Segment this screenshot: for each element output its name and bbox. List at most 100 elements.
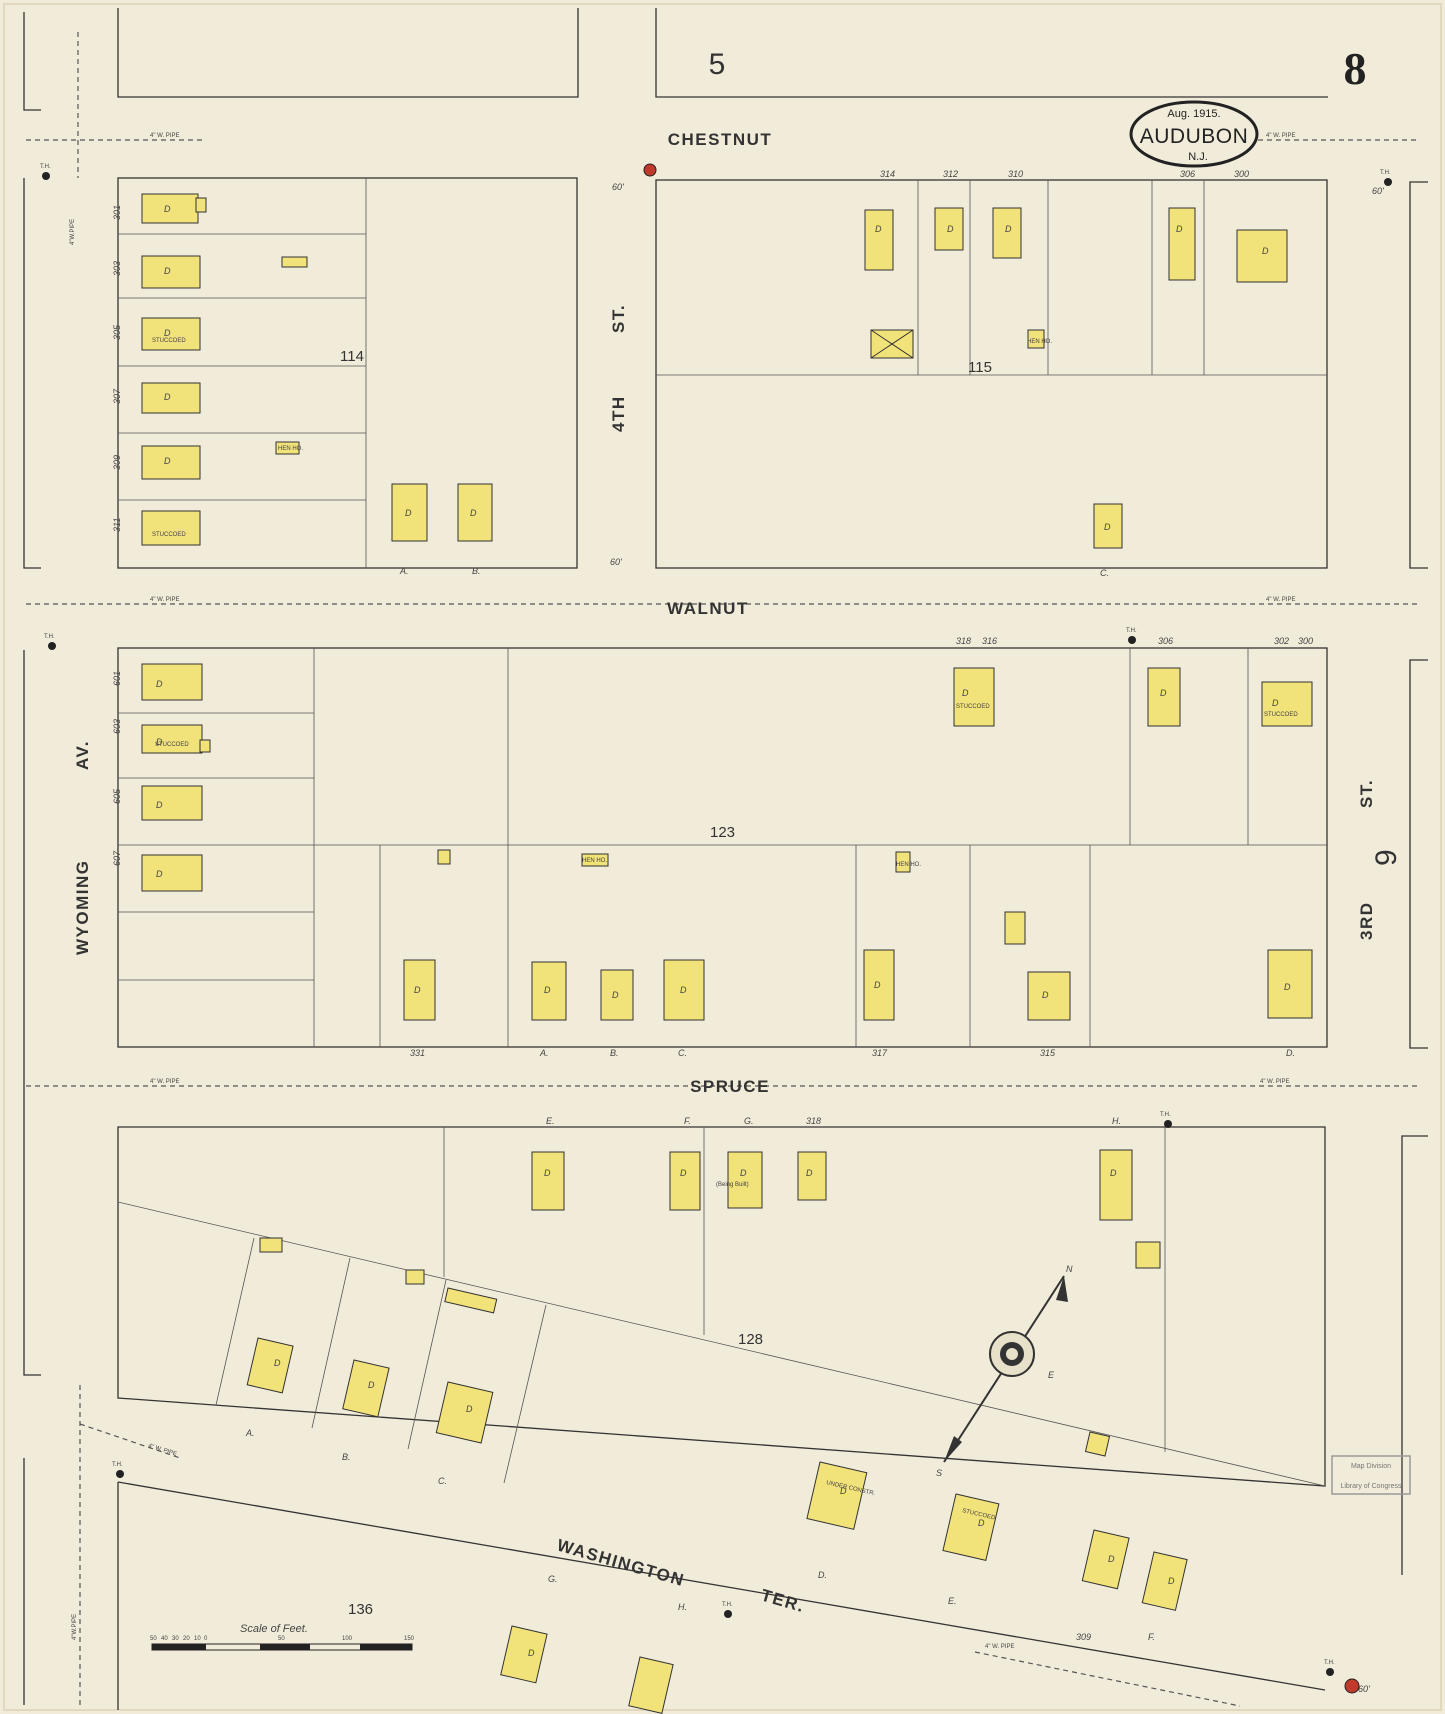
street-4th-st: 4TH ST. bbox=[609, 304, 628, 432]
svg-text:4"W.PIPE: 4"W.PIPE bbox=[70, 219, 76, 245]
water-pipes: 4" W. PIPE 4" W. PIPE 4" W. PIPE 4" W. P… bbox=[26, 32, 1418, 1707]
svg-text:D: D bbox=[164, 328, 171, 338]
svg-text:STUCCOED: STUCCOED bbox=[956, 704, 990, 710]
svg-text:300: 300 bbox=[1234, 169, 1249, 179]
svg-text:HEN HO.: HEN HO. bbox=[582, 858, 607, 864]
svg-text:60': 60' bbox=[1358, 1684, 1370, 1694]
block-114[interactable]: D D D D D D D STUCCOED STUCCOED HEN HO. … bbox=[112, 177, 578, 576]
svg-text:D: D bbox=[680, 985, 687, 995]
svg-text:HEN HO.: HEN HO. bbox=[278, 446, 303, 452]
svg-text:ST.: ST. bbox=[609, 304, 628, 333]
adjacent-sheet-5[interactable]: 5 bbox=[117, 8, 1328, 98]
svg-text:H.: H. bbox=[678, 1602, 687, 1612]
street-walnut: WALNUT bbox=[667, 599, 749, 618]
svg-text:B.: B. bbox=[472, 566, 481, 576]
svg-text:A.: A. bbox=[539, 1048, 549, 1058]
svg-text:60': 60' bbox=[612, 182, 624, 192]
svg-text:D: D bbox=[1104, 522, 1111, 532]
svg-text:T.H.: T.H. bbox=[722, 1602, 733, 1608]
svg-text:D: D bbox=[414, 985, 421, 995]
svg-text:312: 312 bbox=[943, 169, 958, 179]
svg-text:D: D bbox=[612, 990, 619, 1000]
block-number: 115 bbox=[968, 359, 992, 376]
svg-text:30: 30 bbox=[172, 1636, 179, 1642]
block-128[interactable]: D D D D D D D D (Being Built) 128 E. F. … bbox=[117, 1116, 1326, 1487]
fire-hydrants: T.H. T.H. T.H. T.H. T.H. T.H. T.H. T.H. bbox=[40, 163, 1392, 1694]
svg-text:D: D bbox=[1284, 982, 1291, 992]
svg-text:306: 306 bbox=[1180, 169, 1195, 179]
svg-text:316: 316 bbox=[982, 636, 997, 646]
block-number: 114 bbox=[340, 348, 364, 365]
svg-text:D: D bbox=[164, 456, 171, 466]
svg-text:D: D bbox=[1042, 990, 1049, 1000]
svg-text:STUCCOED: STUCCOED bbox=[1264, 712, 1298, 718]
svg-text:607: 607 bbox=[112, 850, 122, 866]
svg-text:D: D bbox=[156, 869, 163, 879]
adjacent-sheet-number: 5 bbox=[709, 48, 726, 81]
svg-text:50: 50 bbox=[150, 1636, 157, 1642]
svg-text:AV.: AV. bbox=[73, 740, 92, 770]
svg-text:A.: A. bbox=[399, 566, 409, 576]
block-115[interactable]: D D D D D D 115 C. 314 312 310 306 300 H… bbox=[655, 169, 1328, 578]
svg-text:D: D bbox=[962, 688, 969, 698]
street-wyoming-av: WYOMING AV. bbox=[73, 740, 92, 955]
library-stamp: Map Division Library of Congress bbox=[1331, 1455, 1411, 1495]
svg-text:D: D bbox=[1168, 1576, 1175, 1586]
svg-text:302: 302 bbox=[1274, 636, 1289, 646]
svg-text:D: D bbox=[156, 800, 163, 810]
svg-text:E.: E. bbox=[948, 1596, 957, 1606]
block-123[interactable]: D D D D D D D D D D D D D D STUCCOED STU… bbox=[112, 636, 1328, 1058]
svg-text:50: 50 bbox=[278, 1636, 285, 1642]
svg-text:D: D bbox=[164, 266, 171, 276]
svg-text:D: D bbox=[466, 1404, 473, 1414]
svg-text:D: D bbox=[875, 224, 882, 234]
svg-text:4"W.PIPE: 4"W.PIPE bbox=[72, 1614, 78, 1640]
svg-text:306: 306 bbox=[1158, 636, 1173, 646]
street-chestnut: CHESTNUT bbox=[668, 130, 773, 149]
svg-text:HEN HO.: HEN HO. bbox=[1027, 339, 1052, 345]
svg-text:100: 100 bbox=[342, 1636, 353, 1642]
svg-text:4" W. PIPE: 4" W. PIPE bbox=[1266, 133, 1295, 139]
svg-text:D: D bbox=[1160, 688, 1167, 698]
svg-text:D: D bbox=[1262, 246, 1269, 256]
map-date: Aug. 1915. bbox=[1167, 108, 1220, 120]
svg-text:D: D bbox=[1176, 224, 1183, 234]
svg-text:A.: A. bbox=[245, 1428, 255, 1438]
svg-text:303: 303 bbox=[112, 261, 122, 276]
svg-text:314: 314 bbox=[880, 169, 895, 179]
svg-text:H.: H. bbox=[1112, 1116, 1121, 1126]
svg-text:T.H.: T.H. bbox=[1380, 170, 1391, 176]
svg-text:WYOMING: WYOMING bbox=[73, 860, 92, 956]
svg-text:301: 301 bbox=[112, 205, 122, 220]
svg-text:C.: C. bbox=[1100, 568, 1109, 578]
title-cartouche: Aug. 1915. AUDUBON N.J. bbox=[1129, 100, 1259, 168]
svg-text:20: 20 bbox=[183, 1636, 190, 1642]
svg-text:315: 315 bbox=[1040, 1048, 1056, 1058]
svg-text:150: 150 bbox=[404, 1636, 415, 1642]
svg-text:60': 60' bbox=[610, 557, 622, 567]
svg-text:Scale of Feet.: Scale of Feet. bbox=[240, 1623, 308, 1635]
svg-text:T.H.: T.H. bbox=[1126, 628, 1137, 634]
svg-text:T.H.: T.H. bbox=[112, 1462, 123, 1468]
svg-text:D: D bbox=[156, 737, 163, 747]
svg-text:D: D bbox=[164, 392, 171, 402]
svg-text:C.: C. bbox=[678, 1048, 687, 1058]
svg-text:307: 307 bbox=[112, 388, 122, 404]
svg-text:601: 601 bbox=[112, 671, 122, 686]
svg-text:4" W. PIPE: 4" W. PIPE bbox=[1260, 1079, 1289, 1085]
svg-text:603: 603 bbox=[112, 719, 122, 734]
svg-text:F.: F. bbox=[684, 1116, 691, 1126]
svg-text:(Being Built): (Being Built) bbox=[716, 1182, 749, 1188]
svg-text:STUCCOED: STUCCOED bbox=[152, 338, 186, 344]
block-number: 123 bbox=[710, 824, 735, 841]
street-spruce: SPRUCE bbox=[690, 1077, 770, 1096]
city-name: AUDUBON bbox=[1140, 125, 1249, 148]
svg-text:309: 309 bbox=[112, 455, 122, 470]
svg-text:D: D bbox=[1272, 698, 1279, 708]
svg-text:T.H.: T.H. bbox=[40, 164, 51, 170]
svg-text:F.: F. bbox=[1148, 1632, 1155, 1642]
sheet-number: 8 bbox=[1344, 43, 1367, 94]
block-136[interactable]: D D D D D UNDER CONSTR. STUCCOED 136 D. … bbox=[117, 1461, 1326, 1714]
